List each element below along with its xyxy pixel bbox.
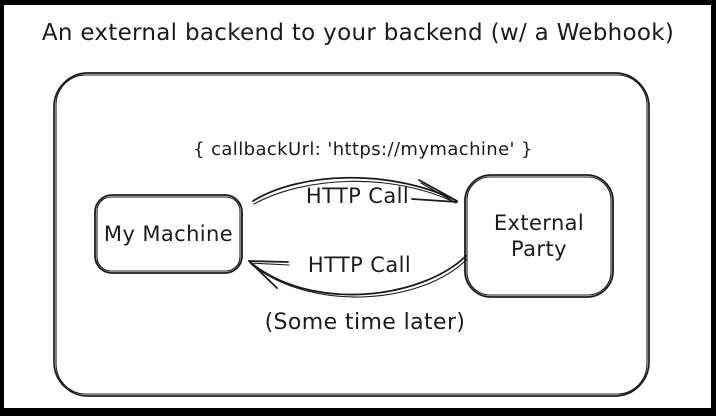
arrow-request-label: HTTP Call (305, 184, 410, 208)
node-external-party-label: External Party (493, 210, 585, 261)
node-my-machine-box (94, 194, 243, 274)
node-my-machine-label: My Machine (103, 221, 234, 246)
diagram-title: An external backend to your backend (w/ … (41, 20, 675, 46)
outer-container-box (53, 72, 650, 397)
some-time-later-note: (Some time later) (264, 310, 466, 335)
arrow-webhook-label: HTTP Call (307, 253, 412, 277)
callback-url-annotation: { callbackUrl: 'https://mymachine' } (193, 139, 533, 160)
arrow-http-call-webhook (248, 255, 468, 298)
arrow-http-call-request (252, 176, 458, 205)
node-external-party-box (464, 174, 614, 298)
